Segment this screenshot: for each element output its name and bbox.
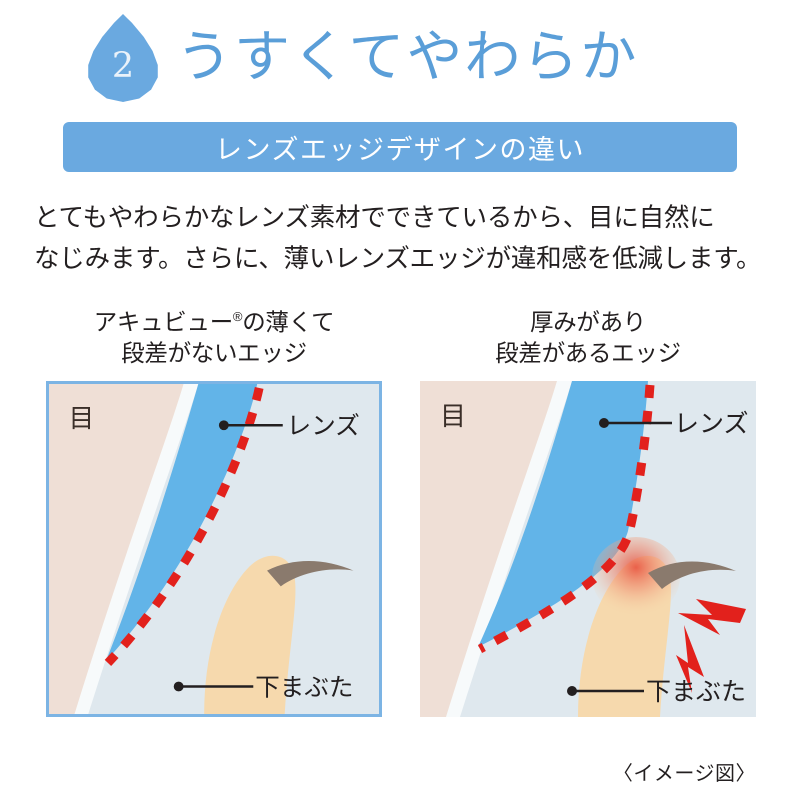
panel-thin-edge-caption-line1: アキュビュー®の薄くて [46,307,382,338]
label-lens: レンズ [287,411,360,440]
lens-shape [105,383,258,661]
caption-brand: アキュビュー [93,308,234,335]
label-eye: 目 [440,402,466,432]
lightning-bolt-icon [676,624,704,693]
label-lower-lid: 下まぶた [255,672,353,701]
lens-edge-dashed-line [477,384,655,653]
lens-edge-dashed-line [104,386,264,666]
lead-paragraph: とてもやわらかなレンズ素材でできているから、目に自然に なじみます。さらに、薄い… [0,198,800,281]
eyelash [648,561,736,589]
eyelash [267,560,354,586]
panel-thick-edge-caption-line1: 厚みがあり [530,308,646,335]
panel-thin-edge-caption-line2: 段差がないエッジ [121,339,307,366]
lead-line-1: とてもやわらかなレンズ素材でできているから、目に自然に [34,204,715,232]
page-title: うすくてやわらか [176,25,639,90]
lightning-bolt-icon [678,598,746,635]
label-lens: レンズ [674,409,749,438]
diagram-thick-edge: 目 レンズ 下まぶた [420,380,756,717]
eye-region [420,380,557,717]
step-number: 2 [111,46,135,86]
caption-rest: の薄くて [242,308,335,335]
panel-thin-edge-caption: アキュビュー®の薄くて 段差がないエッジ [46,307,382,369]
tear-gap [446,380,572,717]
image-note: 〈イメージ図〉 [612,763,756,785]
label-lower-lid: 下まぶた [646,677,746,706]
panel-thick-edge: 厚みがあり 段差があるエッジ [420,307,756,717]
label-eye: 目 [69,404,95,434]
lens-shape [478,380,648,647]
lower-eyelid [204,555,296,714]
section-banner-label: レンズエッジデザインの違い [215,134,585,165]
eye-region [49,383,184,714]
section-banner: レンズエッジデザインの違い [63,122,737,172]
comparison-panels: アキュビュー®の薄くて 段差がないエッジ [0,307,800,717]
panel-thick-edge-caption: 厚みがあり 段差があるエッジ [420,307,756,369]
water-drop-icon: 2 [86,14,160,102]
lead-line-2: なじみます。さらに、薄いレンズエッジが違和感を低減します。 [34,245,762,274]
tear-gap [74,383,199,714]
diagram-thin-edge: 目 レンズ 下まぶた [46,380,382,717]
panel-thick-edge-caption-line2: 段差があるエッジ [495,339,681,366]
panel-thin-edge: アキュビュー®の薄くて 段差がないエッジ [46,307,382,717]
page-header: 2 うすくてやわらか [0,0,800,104]
irritation-glow [592,536,680,617]
registered-trademark-icon: ® [232,308,243,324]
